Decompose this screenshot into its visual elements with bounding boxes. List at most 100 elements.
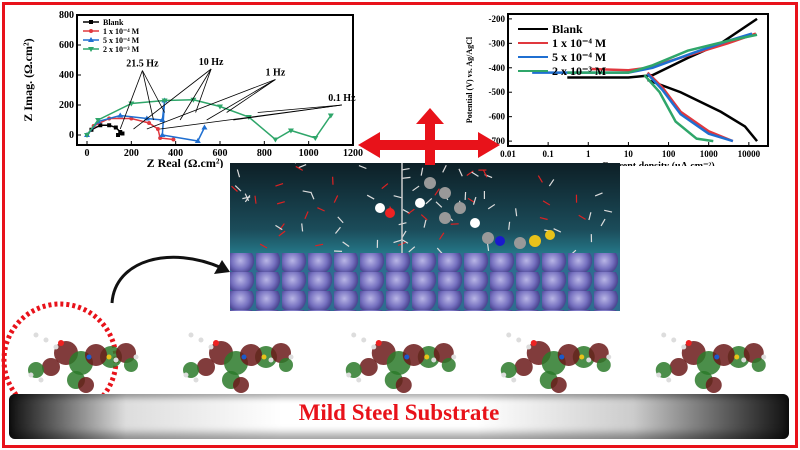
water-molecule xyxy=(482,169,488,178)
water-molecule xyxy=(423,219,427,228)
water-molecule xyxy=(412,185,420,192)
oxygen-atom xyxy=(685,340,692,346)
hydrogen-atom xyxy=(656,372,662,378)
hydrogen-atom xyxy=(741,357,747,363)
cathodic-branch xyxy=(646,71,734,143)
x-tick-label: 0.01 xyxy=(500,149,516,159)
water-molecule xyxy=(548,179,555,187)
orbital-lobe xyxy=(359,358,378,376)
water-molecule xyxy=(515,208,518,217)
x-tick-label: 1000 xyxy=(700,149,719,159)
x-tick-label: 100 xyxy=(662,149,676,159)
hydrogen-atom xyxy=(511,377,517,383)
data-point xyxy=(190,97,197,103)
substrate-label: Mild Steel Substrate xyxy=(298,400,500,425)
hydrogen-atom xyxy=(356,377,362,383)
mild-steel-substrate: Mild Steel Substrate xyxy=(9,394,789,439)
x-tick-label: 10000 xyxy=(738,149,761,159)
water-molecule xyxy=(604,209,613,213)
cathodic-branch xyxy=(646,73,734,143)
data-point xyxy=(98,123,103,128)
water-molecule xyxy=(342,241,350,247)
y-tick-label: -400 xyxy=(489,63,506,73)
water-molecule xyxy=(600,218,606,227)
orbital-lobe xyxy=(751,358,766,372)
x-tick-label: 10 xyxy=(624,149,634,159)
x-axis-label: Current density (uA.cm⁻²) xyxy=(601,161,714,166)
annotation-label: 0.1 Hz xyxy=(328,93,356,104)
sulfur-atom xyxy=(424,354,430,360)
water-molecule xyxy=(435,201,443,208)
orbital-lobe xyxy=(557,344,580,366)
hydrogen-atom xyxy=(188,332,194,338)
hydrogen-atom xyxy=(516,337,522,343)
hydrogen-atom xyxy=(671,337,677,343)
y-tick-label: 600 xyxy=(59,40,74,51)
water-molecule xyxy=(542,200,551,206)
y-tick-label: -500 xyxy=(489,87,506,97)
orbital-lobe xyxy=(596,358,611,372)
orbital-lobe xyxy=(85,344,107,366)
water-molecule xyxy=(442,164,447,173)
hydrogen-atom xyxy=(43,337,49,343)
data-point xyxy=(287,128,294,134)
data-point xyxy=(159,117,166,122)
hydrogen-atom xyxy=(113,357,119,363)
series-0 xyxy=(567,17,759,142)
legend-label: 2 x 10⁻³ M xyxy=(552,64,606,78)
curved-arrow xyxy=(110,255,223,304)
orbital-lobe xyxy=(240,344,262,366)
hydrogen-atom xyxy=(208,344,214,350)
data-point xyxy=(327,113,334,119)
hydrogen-atom xyxy=(761,354,767,360)
data-point xyxy=(118,130,123,134)
x-tick-label: 1 xyxy=(586,149,591,159)
water-molecule xyxy=(588,212,592,221)
water-molecule xyxy=(234,185,242,192)
water-molecule xyxy=(467,197,476,204)
data-point xyxy=(143,115,150,121)
hydrogen-atom xyxy=(361,337,367,343)
water-molecule xyxy=(486,242,490,252)
hydrogen-atom xyxy=(431,357,437,363)
series-3 xyxy=(567,33,758,143)
water-molecule xyxy=(366,194,375,200)
water-molecule xyxy=(539,216,548,221)
y-axis-label: Z Imag. (Ω.cm²) xyxy=(21,38,35,121)
data-point xyxy=(194,138,201,143)
legend-label: 1 x 10⁻⁴ M xyxy=(103,27,140,36)
water-molecule xyxy=(304,211,309,220)
annotation-arrow xyxy=(119,70,143,130)
orbital-lobe xyxy=(279,358,293,372)
orbital-lobe xyxy=(197,358,215,376)
legend-marker xyxy=(89,29,93,33)
water-molecule xyxy=(244,195,251,203)
y-tick-label: -200 xyxy=(489,14,506,24)
oxygen-atom xyxy=(530,340,537,346)
cathodic-branch xyxy=(643,74,714,143)
data-point xyxy=(201,124,208,130)
legend-marker xyxy=(88,37,94,42)
water-molecule xyxy=(317,207,325,212)
water-molecule xyxy=(594,192,603,197)
nitrogen-atom xyxy=(714,354,720,360)
y-tick-label: -600 xyxy=(489,112,506,122)
water-molecule xyxy=(337,216,344,224)
adsorbed-molecule xyxy=(500,332,612,393)
oxygen-atom xyxy=(213,340,219,346)
annotation-arrow xyxy=(142,70,154,121)
orbital-lobe xyxy=(42,358,60,376)
legend-marker xyxy=(88,47,94,52)
hydrogen-atom xyxy=(346,372,352,378)
adsorbed-molecule xyxy=(28,332,139,393)
water-molecule xyxy=(407,208,415,215)
hydrogen-atom xyxy=(351,332,357,338)
hydrogen-atom xyxy=(451,354,457,360)
x-tick-label: 1200 xyxy=(343,148,363,159)
orbital-lobe xyxy=(124,358,138,372)
hydrogen-atom xyxy=(666,377,672,383)
orbital-lobe xyxy=(550,377,567,393)
orbital-lobe xyxy=(705,377,722,393)
water-molecule xyxy=(236,169,241,178)
